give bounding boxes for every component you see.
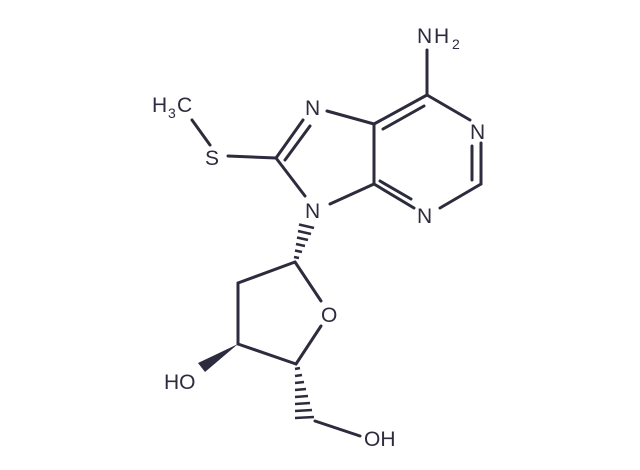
atom-hydroxyl-3: HO [164, 371, 196, 394]
bond-n3-c4-double [378, 179, 413, 201]
bond-c5-c6-double [381, 104, 426, 131]
atom-hydroxyl-5: OH [364, 428, 396, 451]
atom-n7: N [305, 97, 320, 120]
bond-c6-n1 [425, 93, 472, 122]
atom-labels: N H 2 N N N N S H 3 C O HO OH [152, 25, 485, 451]
atom-ring-oxygen: O [321, 304, 337, 327]
bond-c5-n7 [325, 109, 376, 126]
bond-c1-c2p [236, 260, 297, 285]
bond-c8-n9 [274, 156, 307, 198]
stereo-bonds [198, 223, 315, 420]
bond-s-ch3 [190, 118, 212, 147]
bond-c2-n3 [438, 182, 483, 210]
hashed-wedge-c4-c5 [294, 366, 315, 420]
bond-n7-c8 [274, 118, 305, 160]
atom-amino-n: N [417, 25, 432, 48]
bond-c4p-c3p [236, 342, 298, 366]
bond-c5-c6 [372, 93, 429, 126]
solid-wedge-c3-oh [198, 344, 238, 372]
atom-n3: N [417, 205, 432, 228]
atom-methyl-h: H [152, 94, 167, 117]
bond-n3-c4 [372, 182, 416, 210]
atom-n1: N [470, 121, 485, 144]
atom-amino-subscript: 2 [452, 36, 460, 52]
bond-c8-s [226, 154, 278, 160]
bond-n9-c4 [328, 182, 376, 206]
bonds [190, 48, 483, 438]
atom-sulfur: S [205, 147, 219, 170]
bond-c5p-o5p [313, 419, 362, 438]
atom-methyl-c: C [177, 94, 192, 117]
atom-methyl-subscript: 3 [168, 105, 176, 121]
atom-amino-h: H [434, 25, 449, 48]
hashed-wedge-c1-n9 [293, 223, 315, 260]
bond-o4-c4p [294, 324, 323, 366]
bond-c1-o4 [293, 260, 323, 303]
bond-n7-c8-double [283, 124, 312, 162]
atom-n9: N [305, 200, 320, 223]
